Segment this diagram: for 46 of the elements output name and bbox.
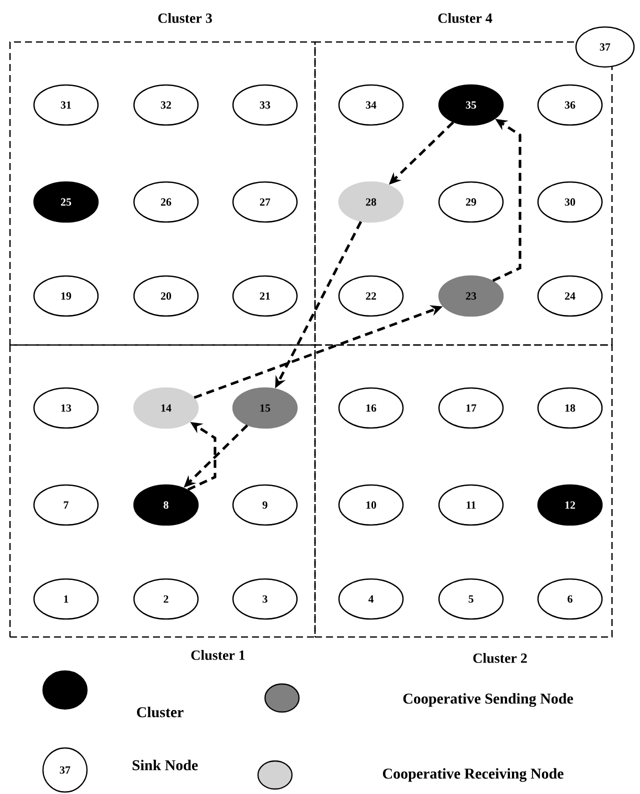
sensor-node: 36 <box>537 84 603 126</box>
sensor-node: 1 <box>33 578 99 620</box>
legend-label: Sink Node <box>132 760 198 770</box>
cluster-label: Cluster 1 <box>191 650 245 660</box>
sensor-node: 25 <box>33 181 99 223</box>
sensor-node: 30 <box>537 181 603 223</box>
sink-node: 37 <box>575 26 635 68</box>
sensor-node: 26 <box>133 181 199 223</box>
sensor-node: 33 <box>232 84 298 126</box>
sensor-node: 6 <box>537 578 603 620</box>
sensor-node: 14 <box>133 387 199 429</box>
sensor-node: 28 <box>338 181 404 223</box>
sensor-node: 8 <box>133 484 199 526</box>
legend-label: Cooperative Sending Node <box>403 693 574 707</box>
sensor-node: 13 <box>33 387 99 429</box>
sensor-node: 29 <box>438 181 504 223</box>
sensor-node: 21 <box>232 275 298 317</box>
sensor-node: 3 <box>232 578 298 620</box>
sensor-node: 24 <box>537 275 603 317</box>
sensor-node: 18 <box>537 387 603 429</box>
sensor-node: 9 <box>232 484 298 526</box>
sensor-node: 10 <box>338 484 404 526</box>
sensor-node: 31 <box>33 84 99 126</box>
sensor-node: 2 <box>133 578 199 620</box>
sensor-node: 19 <box>33 275 99 317</box>
sensor-node: 15 <box>232 387 298 429</box>
sensor-node: 12 <box>537 484 603 526</box>
legend-label: Cluster <box>137 706 184 718</box>
legend-label: Cooperative Receiving Node <box>382 768 564 782</box>
cluster-label: Cluster 3 <box>158 13 212 23</box>
sensor-node: 27 <box>232 181 298 223</box>
sensor-node: 23 <box>438 275 504 317</box>
cluster-label: Cluster 2 <box>473 653 527 663</box>
sensor-node: 5 <box>438 578 504 620</box>
sensor-node: 4 <box>338 578 404 620</box>
sensor-node: 22 <box>338 275 404 317</box>
sensor-node: 20 <box>133 275 199 317</box>
sensor-node: 35 <box>438 84 504 126</box>
sensor-node: 17 <box>438 387 504 429</box>
sensor-node: 7 <box>33 484 99 526</box>
node-label: 37 <box>600 43 610 51</box>
sensor-node: 16 <box>338 387 404 429</box>
sensor-node: 34 <box>338 84 404 126</box>
sensor-node: 32 <box>133 84 199 126</box>
cluster-label: Cluster 4 <box>438 13 492 23</box>
sensor-node: 11 <box>438 484 504 526</box>
